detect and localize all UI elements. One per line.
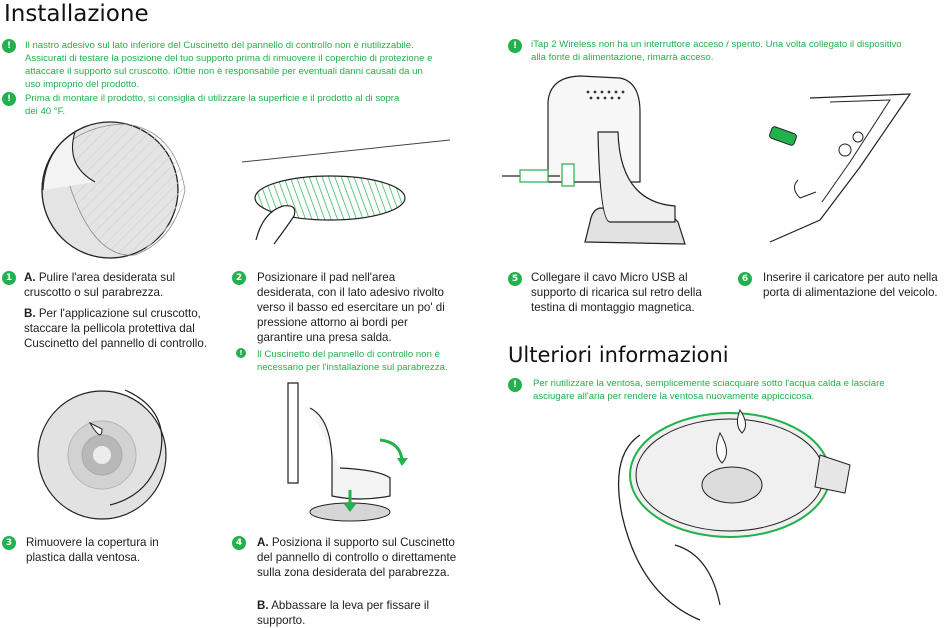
note-adhesive: Il nastro adesivo sul lato inferiore del… xyxy=(0,39,440,91)
step-6-text: Inserire il caricatore per auto nella po… xyxy=(763,271,938,299)
note-wireless-text: iTap 2 Wireless non ha un interruttore a… xyxy=(531,39,902,63)
step-badge-1: 1 xyxy=(2,271,16,285)
mount-lever-illustration xyxy=(287,382,408,522)
exclamation-icon: ! xyxy=(2,39,16,53)
step-2-text: Posizionare il pad nell'area desiderata,… xyxy=(257,271,445,344)
step-4-a-label: A. xyxy=(257,536,269,549)
step-4-b-text: Abbassare la leva per fissare il support… xyxy=(257,599,430,627)
note-temperature-text: Prima di montare il prodotto, si consigl… xyxy=(25,93,400,117)
exclamation-icon: ! xyxy=(236,348,246,358)
step-2-note: Il Cuscinetto del pannello di controllo … xyxy=(257,349,448,373)
more-info-note: Per riutilizzare la ventosa, semplicemen… xyxy=(508,377,908,403)
suction-cup-cover-illustration xyxy=(37,389,167,520)
step-1-b-label: B. xyxy=(24,307,36,320)
step-badge-3: 3 xyxy=(2,536,16,550)
exclamation-icon: ! xyxy=(2,92,16,106)
step-1-a-label: A. xyxy=(24,271,36,284)
note-adhesive-text: Il nastro adesivo sul lato inferiore del… xyxy=(25,40,433,90)
note-wireless: iTap 2 Wireless non ha un interruttore a… xyxy=(506,38,906,64)
step-1-a: A. Pulire l'area desiderata sul cruscott… xyxy=(24,270,214,300)
step-5-text: Collegare il cavo Micro USB al supporto … xyxy=(531,271,702,314)
step-1-a-text: Pulire l'area desiderata sul cruscotto o… xyxy=(24,271,176,299)
section-title-more-info: Ulteriori informazioni xyxy=(508,343,729,367)
charging-head-usb-illustration xyxy=(502,75,686,245)
step-1-b-text: Per l'applicazione sul cruscotto, stacca… xyxy=(24,307,208,350)
suction-cup-rinse-illustration xyxy=(617,408,851,621)
step-badge-5: 5 xyxy=(508,272,522,286)
page-title: Installazione xyxy=(4,1,149,27)
dashboard-pad-film-illustration xyxy=(41,121,186,259)
step-badge-6: 6 xyxy=(738,272,752,286)
step-badge-2: 2 xyxy=(232,271,246,285)
step-4-b-label: B. xyxy=(257,599,269,612)
more-info-note-text: Per riutilizzare la ventosa, semplicemen… xyxy=(533,378,885,402)
step-badge-4: 4 xyxy=(232,536,246,550)
step-4-a-text: Posiziona il supporto sul Cuscinetto del… xyxy=(257,536,457,579)
exclamation-icon: ! xyxy=(508,39,522,53)
exclamation-icon: ! xyxy=(508,378,522,392)
car-charger-illustration xyxy=(769,93,912,243)
step-1-b: B. Per l'applicazione sul cruscotto, sta… xyxy=(24,306,209,351)
pad-press-illustration xyxy=(241,139,451,245)
step-3-text: Rimuovere la copertura in plastica dalla… xyxy=(26,536,159,564)
note-temperature: Prima di montare il prodotto, si consigl… xyxy=(0,92,410,118)
step-4-a: A. Posiziona il supporto sul Cuscinetto … xyxy=(257,535,457,580)
